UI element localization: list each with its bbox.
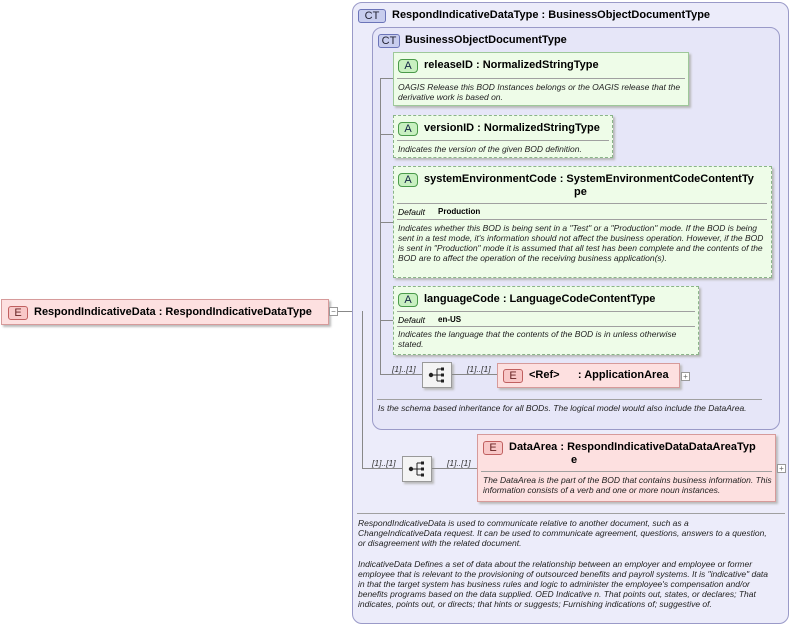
attribute-connector <box>380 78 393 79</box>
attribute-separator <box>397 140 609 141</box>
data-area-title-line-2: e <box>571 454 578 466</box>
sequence-compositor[interactable] <box>402 456 432 482</box>
root-collapse-toggle[interactable]: − <box>329 307 338 316</box>
sequence-connector-vertical <box>362 311 363 469</box>
data-area-description: The DataArea is the part of the BOD that… <box>483 475 772 495</box>
default-label: Default <box>398 207 425 217</box>
application-area-element[interactable]: E <Ref> : ApplicationArea <box>497 363 680 388</box>
complex-type-badge: CT <box>358 9 386 23</box>
element-cardinality: [1]..[1] <box>447 458 471 468</box>
attribute-system-environment-code[interactable]: A systemEnvironmentCode : SystemEnvironm… <box>393 166 772 278</box>
attribute-title: versionID : NormalizedStringType <box>424 122 600 134</box>
application-area-expand-toggle[interactable]: + <box>681 372 690 381</box>
attribute-badge: A <box>398 293 418 307</box>
complex-type-badge: CT <box>378 34 400 48</box>
inner-type-description: Is the schema based inheritance for all … <box>378 403 747 413</box>
attribute-description: Indicates whether this BOD is being sent… <box>398 223 764 263</box>
attribute-description: Indicates the language that the contents… <box>398 329 677 349</box>
element-cardinality: [1]..[1] <box>467 364 491 374</box>
outer-type-description-extended: IndicativeData Defines a set of data abo… <box>358 559 769 609</box>
sequence-cardinality: [1]..[1] <box>372 458 396 468</box>
element-connector <box>432 468 477 469</box>
attribute-description: Indicates the version of the given BOD d… <box>398 144 582 154</box>
attribute-version-id[interactable]: A versionID : NormalizedStringType Indic… <box>393 115 613 158</box>
default-value: en-US <box>438 315 462 324</box>
inner-type-separator <box>377 399 762 400</box>
sequence-compositor[interactable] <box>422 362 452 388</box>
data-area-expand-toggle[interactable]: + <box>777 464 786 473</box>
sequence-connector <box>362 468 402 469</box>
attribute-connector <box>380 134 393 135</box>
sequence-icon <box>408 461 424 477</box>
sequence-connector <box>380 374 422 375</box>
attribute-connector-rail <box>380 78 381 374</box>
element-connector <box>452 374 497 375</box>
root-element-title: RespondIndicativeData : RespondIndicativ… <box>34 306 312 318</box>
root-element[interactable]: E RespondIndicativeData : RespondIndicat… <box>1 299 329 325</box>
data-area-element[interactable]: E DataArea : RespondIndicativeDataDataAr… <box>477 434 776 502</box>
sequence-icon <box>428 367 444 383</box>
attribute-separator <box>397 311 695 312</box>
element-badge: E <box>503 369 523 383</box>
element-badge: E <box>483 441 503 455</box>
attribute-title-line-2: pe <box>574 186 587 198</box>
default-label: Default <box>398 315 425 325</box>
attribute-description: OAGIS Release this BOD Instances belongs… <box>398 82 681 102</box>
connector-line <box>338 311 352 312</box>
application-area-title: <Ref> : ApplicationArea <box>529 369 669 381</box>
default-value: Production <box>438 207 481 216</box>
inner-type-title: BusinessObjectDocumentType <box>405 34 567 46</box>
sequence-cardinality: [1]..[1] <box>392 364 416 374</box>
attribute-title-line-1: systemEnvironmentCode : SystemEnvironmen… <box>424 173 754 185</box>
data-area-title-line-1: DataArea : RespondIndicativeDataDataArea… <box>509 441 756 453</box>
attribute-badge: A <box>398 173 418 187</box>
attribute-release-id[interactable]: A releaseID : NormalizedStringType OAGIS… <box>393 52 689 106</box>
attribute-separator <box>397 326 695 327</box>
attribute-separator <box>397 219 767 220</box>
outer-type-separator <box>357 513 785 514</box>
element-separator <box>481 471 772 472</box>
attribute-language-code[interactable]: A languageCode : LanguageCodeContentType… <box>393 286 699 355</box>
attribute-badge: A <box>398 59 418 73</box>
outer-type-title: RespondIndicativeDataType : BusinessObje… <box>392 9 711 21</box>
attribute-connector <box>380 320 393 321</box>
attribute-separator <box>397 78 685 79</box>
attribute-connector <box>380 222 393 223</box>
attribute-separator <box>397 203 767 204</box>
element-badge: E <box>8 306 28 320</box>
attribute-title: releaseID : NormalizedStringType <box>424 59 599 71</box>
attribute-badge: A <box>398 122 418 136</box>
outer-type-description: RespondIndicativeData is used to communi… <box>358 518 767 548</box>
attribute-title: languageCode : LanguageCodeContentType <box>424 293 656 305</box>
